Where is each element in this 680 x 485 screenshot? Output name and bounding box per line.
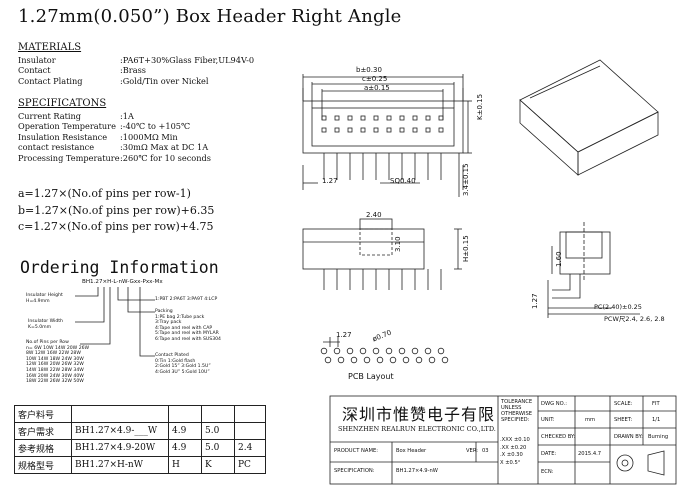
dim-k: K±0.15 — [476, 93, 484, 120]
dim-pcw: PCW尺2.4, 2.6, 2.8 — [604, 315, 665, 323]
pcb-pitch: 1.27 — [336, 331, 352, 339]
company-name-cn: 深圳市惟赞电子有限 — [342, 405, 496, 424]
ordering-code: BH1.27×H-L-nW-Gxx-Pxx-Mx — [82, 279, 163, 285]
dimension-formulas: a=1.27×(No.of pins per row-1) b=1.27×(No… — [18, 186, 214, 236]
ecn-label: ECN: — [541, 469, 554, 475]
scale-label: SCALE: — [614, 401, 633, 407]
materials-heading: MATERIALS — [18, 42, 82, 53]
ver-value: 03 — [482, 448, 489, 454]
specifications-heading: SPECIFICATONS — [18, 98, 107, 109]
spec-row: Current Rating:1A — [18, 111, 134, 121]
page-title: 1.27mm(0.050”) Box Header Right Angle — [18, 6, 402, 27]
spec-row: Processing Temperature:260℃ for 10 secon… — [18, 152, 211, 163]
formula-b: b=1.27×(No.of pins per row)+6.35 — [18, 203, 215, 217]
scale-value: FIT — [652, 401, 660, 407]
product-name: Box Header — [396, 448, 427, 454]
tolerance-label: TOLERANCE UNLESS OTHERWISE SPECIFIED: — [501, 399, 533, 423]
materials-row: Contact Plating:Gold/Tin over Nickel — [18, 75, 209, 86]
dim-side-127: 1.27 — [531, 293, 539, 309]
company-name-en: SHENZHEN REALRUN ELECTRONIC CO.,LTD. — [338, 425, 496, 433]
dwg-no-label: DWG NO.: — [541, 401, 567, 407]
spec-row: Operation Temperature:-40℃ to +105℃ — [18, 121, 191, 132]
dim-sq: SQ0.40 — [390, 177, 416, 185]
formula-a: a=1.27×(No.of pins per row-1) — [18, 187, 191, 200]
unit-value: mm — [585, 417, 596, 423]
formula-c: c=1.27×(No.of pins per row)+4.75 — [18, 220, 214, 233]
ver-label: VER: — [466, 448, 479, 454]
dim-side-h: 3.4±0.15 — [462, 163, 470, 196]
dim-h: H±0.15 — [462, 235, 470, 262]
date-label: DATE: — [541, 451, 557, 457]
drawn-by-label: DRAWN BY: — [614, 434, 643, 440]
product-name-label: PRODUCT NAME: — [334, 448, 378, 454]
specifications-block: Current Rating:1A Operation Temperature:… — [18, 111, 211, 163]
dim-c: c±0.25 — [362, 75, 388, 83]
dim-top-height: 3.10 — [394, 236, 402, 252]
materials-row: Contact:Brass — [18, 65, 146, 76]
dim-top-width: 2.40 — [366, 211, 382, 219]
materials-row: Insulator:PA6T+30%Glass Fiber,UL94V-0 — [18, 55, 255, 65]
specification-label: SPECIFICATION: — [334, 468, 375, 474]
dim-pitch: 1.27 — [322, 177, 338, 185]
sheet-label: SHEET: — [614, 417, 633, 423]
dim-b: b±0.30 — [356, 66, 382, 74]
pcb-layout-label: PCB Layout — [348, 372, 394, 381]
ordering-heading: Ordering Information — [20, 258, 219, 277]
materials-block: Insulator:PA6T+30%Glass Fiber,UL94V-0 Co… — [18, 55, 254, 86]
specification: BH1.27×4.9-nW — [396, 468, 438, 474]
pins-per-row: No.of Pins per Row n= 6W 10W 14W 20W 26W… — [26, 340, 90, 385]
dim-a: a±0.15 — [364, 84, 390, 92]
unit-label: UNIT: — [541, 417, 555, 423]
dim-side-160: 1.60 — [555, 251, 563, 267]
material-options: 1:PBT 2:PA6T 3:PA9T 4:LCP — [155, 297, 218, 302]
date-value: 2015.4.7 — [578, 451, 602, 457]
spec-row: contact resistance:30mΩ Max at DC 1A — [18, 142, 209, 153]
dim-pc: PC(2.40)±0.25 — [594, 303, 642, 311]
table-row: 客户料号 — [14, 405, 266, 423]
spec-row: Insulation Resistance:1000MΩ Min — [18, 131, 178, 142]
checked-by-label: CHECKED BY: — [541, 434, 576, 440]
drawn-by-value: Burning — [648, 434, 669, 440]
sheet-value: 1/1 — [652, 417, 661, 423]
